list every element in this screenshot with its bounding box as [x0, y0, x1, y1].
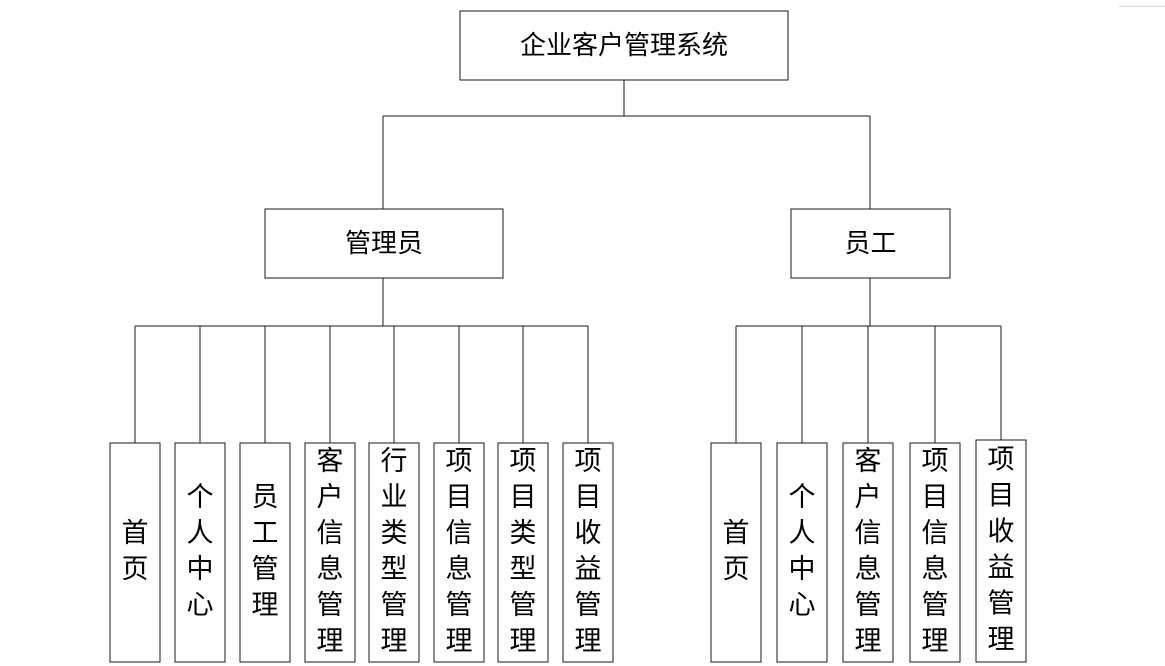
- branch-node-0-label: 管理员: [345, 229, 423, 259]
- connector-lines: [134, 80, 1002, 443]
- leaf-1-2: 客户信息管理: [842, 442, 894, 663]
- leaf-0-2: 员工管理: [239, 442, 291, 663]
- leaf-1-0: 首页: [710, 442, 762, 663]
- branch-node-0: 管理员: [264, 208, 504, 279]
- leaf-0-4-box: [368, 442, 420, 663]
- leaf-0-4: 行业类型管理: [368, 442, 420, 663]
- leaf-1-1-box: [776, 442, 828, 663]
- branch-node-1-label: 员工: [844, 229, 896, 259]
- leaf-0-5-box: [433, 442, 485, 663]
- leaf-0-4-label: 行业类型管理: [381, 446, 408, 657]
- leaf-0-3-label: 客户信息管理: [317, 446, 344, 657]
- leaf-1-1-label: 个人中心: [789, 482, 816, 621]
- root-node: 企业客户管理系统: [459, 10, 789, 81]
- leaf-1-0-label: 首页: [723, 518, 750, 585]
- leaf-1-3: 项目信息管理: [909, 442, 961, 663]
- leaf-1-0-box: [710, 442, 762, 663]
- leaf-1-1: 个人中心: [776, 442, 828, 663]
- branch-node-1-box: [790, 208, 951, 279]
- leaf-0-2-label: 员工管理: [252, 482, 279, 621]
- root-node-label: 企业客户管理系统: [520, 31, 728, 61]
- leaf-0-5-label: 项目信息管理: [446, 446, 473, 657]
- leaf-0-6-box: [497, 442, 549, 663]
- leaf-1-4: 项目收益管理: [975, 439, 1027, 663]
- leaf-0-0-label: 首页: [122, 518, 149, 585]
- chart-nodes: 首页 个人中心 员工管理 客户信息管理 行业类型管理 项目信息管理 项目类型管理 项目收益管理…: [109, 10, 1027, 663]
- leaf-1-4-box: [975, 439, 1027, 663]
- leaf-1-2-box: [842, 442, 894, 663]
- leaf-0-6-label: 项目类型管理: [510, 446, 537, 657]
- leaf-0-0: 首页: [109, 442, 161, 663]
- leaf-0-7-box: [562, 442, 614, 663]
- leaf-1-3-box: [909, 442, 961, 663]
- leaf-0-1: 个人中心: [174, 442, 226, 663]
- leaf-0-6: 项目类型管理: [497, 442, 549, 663]
- leaf-0-2-box: [239, 442, 291, 663]
- root-node-box: [459, 10, 789, 81]
- leaf-0-1-label: 个人中心: [187, 482, 214, 621]
- branch-node-0-box: [264, 208, 504, 279]
- leaf-0-1-box: [174, 442, 226, 663]
- leaf-0-7: 项目收益管理: [562, 442, 614, 663]
- leaf-0-7-label: 项目收益管理: [575, 446, 602, 657]
- leaf-0-3-box: [304, 442, 356, 663]
- leaf-1-3-label: 项目信息管理: [922, 446, 949, 657]
- window-corner-mark: [1119, 0, 1165, 7]
- leaf-1-4-label: 项目收益管理: [988, 445, 1015, 656]
- leaf-0-3: 客户信息管理: [304, 442, 356, 663]
- branch-node-1: 员工: [790, 208, 951, 279]
- leaf-0-5: 项目信息管理: [433, 442, 485, 663]
- leaf-0-0-box: [109, 442, 161, 663]
- leaf-1-2-label: 客户信息管理: [855, 446, 882, 657]
